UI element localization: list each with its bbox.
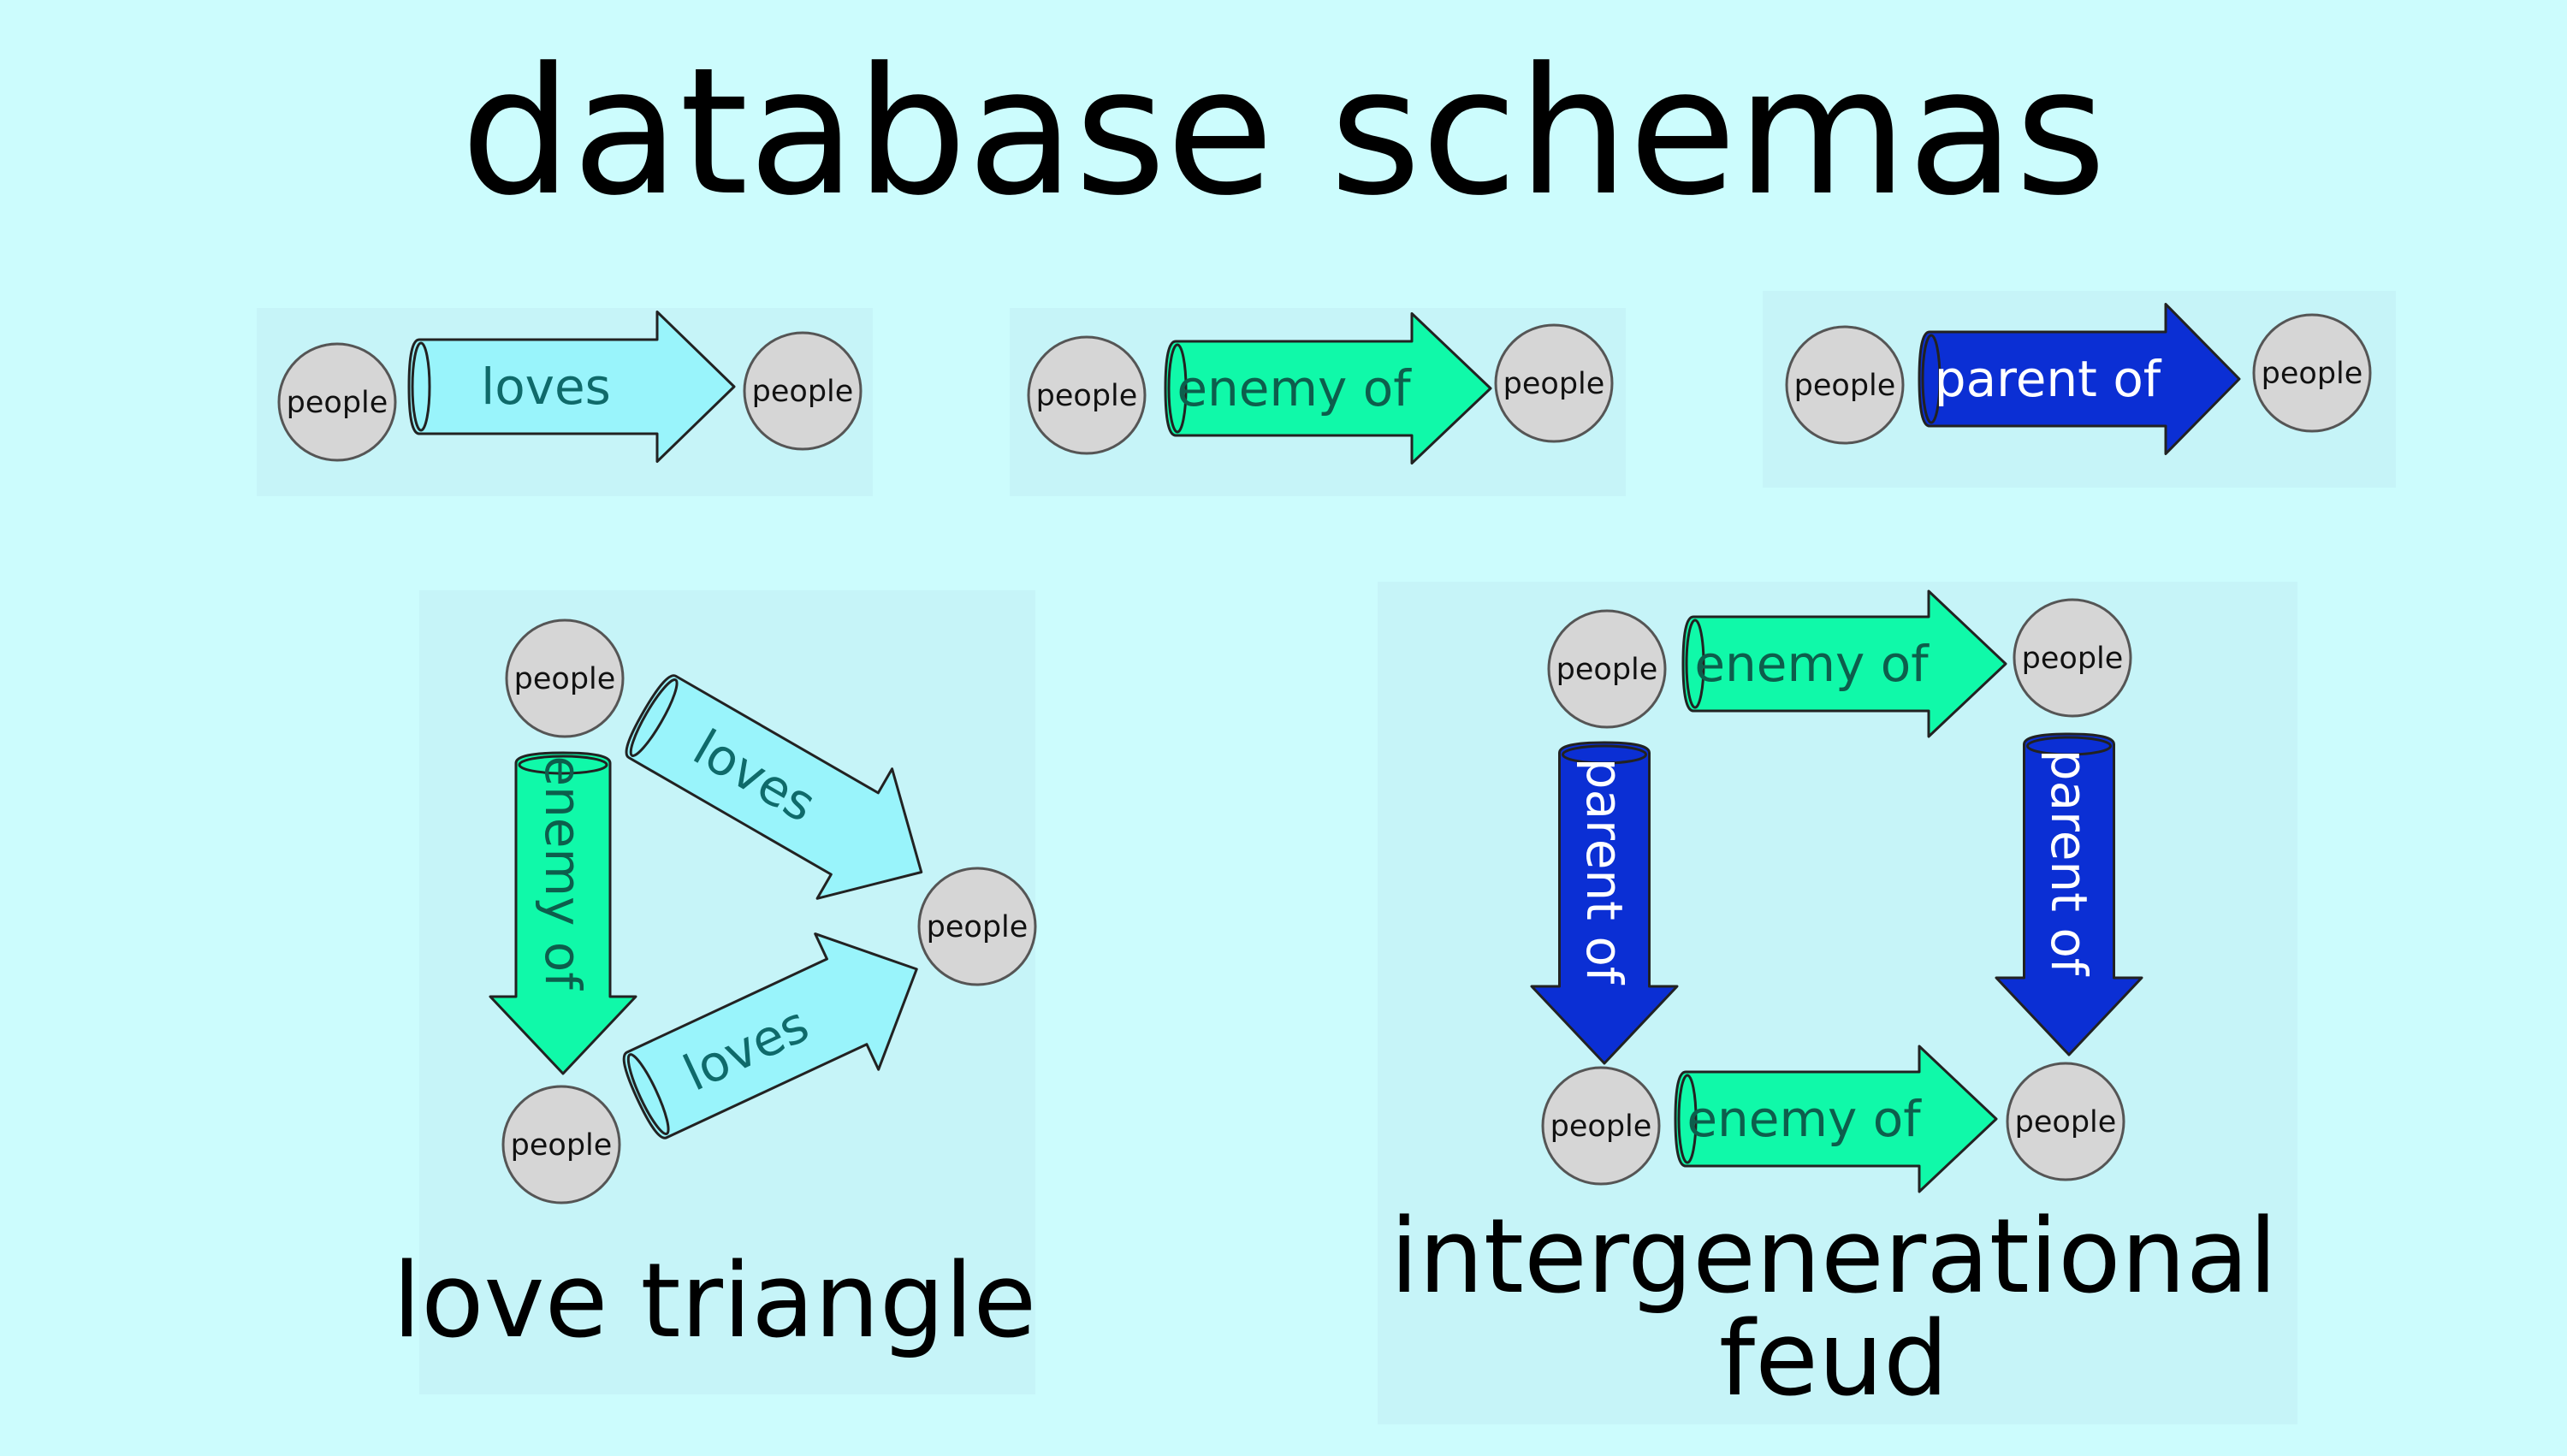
triangle-enemy-arrow: enemy of — [489, 751, 637, 1075]
arrow-shape — [1674, 1045, 1998, 1193]
feud-top-left-person: people — [1547, 609, 1667, 729]
person-node-circle — [505, 619, 625, 738]
triangle-top-person: people — [505, 619, 625, 738]
person-node-label: people — [927, 910, 1029, 944]
person-node-label: people — [514, 662, 616, 696]
arrow-tail-cap — [1167, 343, 1188, 434]
relation-label: enemy of — [1694, 635, 1930, 693]
arrow-tail-cap — [1677, 1074, 1698, 1164]
feud-caption-line1: intergenerational — [1390, 1198, 2278, 1317]
relation-label: loves — [481, 358, 611, 416]
arrow-tail-cap — [2026, 736, 2112, 756]
relation-label: enemy of — [1687, 1090, 1922, 1148]
row1-target-person: people — [743, 331, 863, 451]
love-triangle-caption: love triangle — [393, 1242, 1036, 1361]
panel-feud — [1378, 582, 2297, 1424]
relation-label: enemy of — [534, 755, 592, 991]
person-node-label: people — [287, 386, 388, 420]
relation-label: enemy of — [1177, 359, 1412, 417]
row1-loves-arrow: loves — [407, 311, 736, 463]
arrow-tail-cap — [1685, 619, 1705, 709]
row3-source-person: people — [1785, 325, 1905, 445]
arrow-tail-cap — [518, 755, 608, 775]
person-node-label: people — [1556, 653, 1658, 687]
person-node-label: people — [2022, 642, 2124, 676]
relation-label: parent of — [1935, 350, 2162, 408]
feud-bottom-enemy-arrow: enemy of — [1674, 1045, 1998, 1193]
arrow-shape — [622, 932, 918, 1139]
arrow-shape — [1164, 312, 1492, 465]
relation-label: parent of — [1575, 758, 1633, 985]
row2-source-person: people — [1027, 335, 1147, 455]
feud-bottom-left-person: people — [1541, 1066, 1661, 1186]
row2-enemy-arrow: enemy of — [1164, 312, 1492, 465]
person-node-label: people — [2015, 1105, 2117, 1139]
arrow-shape — [1918, 303, 2241, 455]
person-node-circle — [2013, 598, 2132, 718]
row2-target-person: people — [1494, 323, 1614, 443]
row3-target-person: people — [2252, 313, 2372, 433]
person-node-circle — [743, 331, 863, 451]
arrow-shape — [1995, 732, 2143, 1056]
arrow-shape — [625, 674, 923, 900]
person-node-circle — [501, 1085, 621, 1204]
person-node-label: people — [1550, 1110, 1652, 1144]
feud-top-enemy-arrow: enemy of — [1681, 589, 2007, 738]
person-node-label: people — [1036, 379, 1138, 413]
person-node-circle — [1027, 335, 1147, 455]
feud-bottom-right-person: people — [2006, 1062, 2125, 1181]
person-node-circle — [2006, 1062, 2125, 1181]
person-node-label: people — [2262, 357, 2363, 391]
person-node-label: people — [511, 1128, 613, 1163]
person-node-label: people — [752, 375, 854, 409]
arrow-tail-cap — [626, 1053, 670, 1135]
person-node-circle — [1547, 609, 1667, 729]
arrow-tail-cap — [411, 341, 431, 432]
person-node-circle — [1541, 1066, 1661, 1186]
arrow-shape — [1681, 589, 2007, 738]
feud-caption-line2: feud — [1719, 1300, 1948, 1419]
feud-right-parent-arrow: parent of — [1995, 732, 2143, 1056]
person-node-circle — [1785, 325, 1905, 445]
arrow-shape — [489, 751, 637, 1075]
feud-left-parent-arrow: parent of — [1530, 741, 1679, 1065]
arrow-shape — [1530, 741, 1679, 1065]
triangle-bottom-person: people — [501, 1085, 621, 1204]
triangle-right-person: people — [917, 867, 1037, 986]
person-node-label: people — [1503, 367, 1605, 401]
arrow-tail-cap — [1921, 334, 1942, 424]
row1-source-person: people — [277, 342, 397, 462]
person-node-circle — [277, 342, 397, 462]
page-title: database schemas — [460, 31, 2106, 234]
arrow-shape — [407, 311, 736, 463]
person-node-circle — [1494, 323, 1614, 443]
relation-label: parent of — [2040, 749, 2098, 977]
arrow-tail-cap — [629, 678, 679, 757]
person-node-circle — [917, 867, 1037, 986]
person-node-circle — [2252, 313, 2372, 433]
arrow-tail-cap — [1562, 744, 1647, 765]
row3-parent-arrow: parent of — [1918, 303, 2241, 455]
feud-top-right-person: people — [2013, 598, 2132, 718]
person-node-label: people — [1794, 369, 1896, 403]
